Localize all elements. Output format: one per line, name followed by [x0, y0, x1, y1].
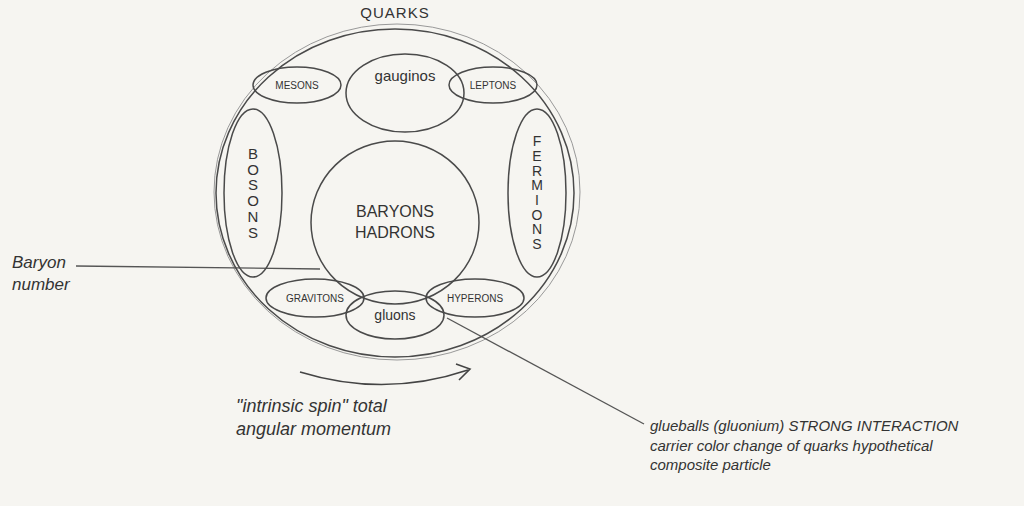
ellipse-outline: [215, 28, 575, 358]
ellipse-outline: [223, 108, 283, 278]
particle-ellipse: FERMIONS: [507, 108, 567, 278]
text-holder: LEPTONS: [448, 66, 538, 104]
particle-ellipse: gluons: [345, 290, 445, 340]
node-text: LEPTONS: [470, 80, 517, 91]
arrow-head: [456, 364, 470, 380]
text-holder: gauginos: [345, 53, 465, 133]
ellipse-outline: [507, 108, 567, 278]
node-text: GRAVITONS: [286, 293, 344, 304]
particle-ellipse: LEPTONS: [448, 66, 538, 104]
particle-ellipse: MESONS: [252, 66, 342, 104]
ellipse-outline: [345, 290, 445, 340]
node-text: HYPERONS: [447, 293, 503, 304]
ellipse-outline: [265, 278, 365, 318]
text-holder: gluons: [345, 290, 445, 340]
node-text: gauginos: [375, 67, 436, 84]
sphere-outline: QUARKSMESONSgauginosLEPTONSBOSONSBARYONS…: [215, 28, 575, 358]
annotation: Baryon number: [12, 252, 122, 296]
ellipse-outline: [252, 66, 342, 104]
annotation: "intrinsic spin" total angular momentum: [236, 395, 436, 442]
text-holder: GRAVITONS: [265, 278, 365, 318]
node-text: BARYONS HADRONS: [340, 202, 450, 244]
node-text: gluons: [374, 307, 415, 323]
annotation: glueballs (gluonium) STRONG INTERACTION …: [650, 416, 980, 475]
node-text: BOSONS: [246, 146, 261, 241]
spin-arrow: [300, 370, 468, 385]
particle-ellipse: gauginos: [345, 53, 465, 133]
ellipse-outline: [425, 278, 525, 318]
leader-line: [447, 318, 644, 424]
text-holder: BOSONS: [223, 108, 283, 278]
node-text: FERMIONS: [530, 134, 544, 252]
ellipse-outline: [448, 66, 538, 104]
node-text: QUARKS: [357, 4, 432, 21]
text-holder: FERMIONS: [507, 108, 567, 278]
text-holder: MESONS: [252, 66, 342, 104]
particle-ellipse: HYPERONS: [425, 278, 525, 318]
node-text: MESONS: [275, 80, 318, 91]
ellipse-outline: [345, 53, 465, 133]
particle-ellipse: GRAVITONS: [265, 278, 365, 318]
particle-ellipse: BOSONS: [223, 108, 283, 278]
text-holder: HYPERONS: [425, 278, 525, 318]
leader-line: [76, 266, 320, 269]
sketch-outline: [214, 24, 580, 360]
